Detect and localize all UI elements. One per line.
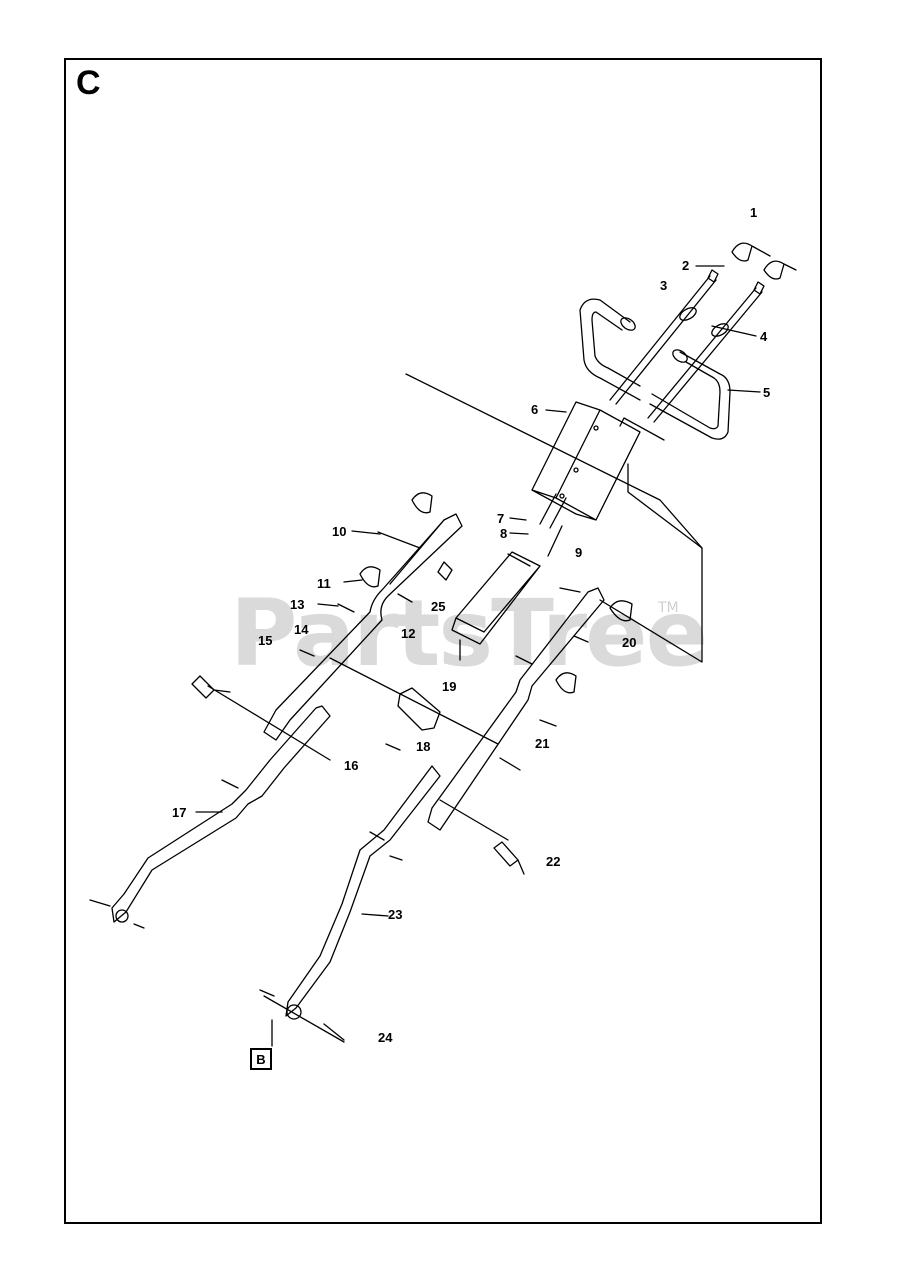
callout-19: 19 <box>442 679 457 694</box>
callout-6: 6 <box>531 402 539 417</box>
lower-right-lever <box>285 765 441 1017</box>
callout-20: 20 <box>622 635 637 650</box>
callout-15: 15 <box>258 633 273 648</box>
central-housing <box>531 401 641 521</box>
watermark-trademark: TM <box>658 600 679 616</box>
callout-9: 9 <box>575 545 583 560</box>
grip-right <box>763 260 797 280</box>
shield-plate <box>451 551 541 645</box>
knob-22 <box>493 841 525 875</box>
reference-box-b: B <box>250 1048 272 1070</box>
callout-11: 11 <box>317 576 331 591</box>
callout-5: 5 <box>763 385 771 400</box>
callout-14: 14 <box>294 622 309 637</box>
callout-16: 16 <box>344 758 359 773</box>
knob-11 <box>359 566 381 588</box>
callout-17: 17 <box>172 805 187 820</box>
callout-12: 12 <box>401 626 416 641</box>
callout-1: 1 <box>750 205 758 220</box>
lower-left-lever <box>111 705 331 923</box>
grip-left <box>731 242 771 262</box>
callout-13: 13 <box>290 597 305 612</box>
knob-21 <box>555 672 577 694</box>
callout-2: 2 <box>682 258 690 273</box>
handlebar-crossbar <box>649 351 731 440</box>
callout-4: 4 <box>760 329 768 344</box>
left-upper-arm <box>263 513 463 741</box>
knob-10 <box>411 492 433 514</box>
control-rod-a <box>609 275 717 405</box>
callout-24: 24 <box>378 1030 393 1045</box>
callout-10: 10 <box>332 524 347 539</box>
right-upper-arm <box>427 587 605 831</box>
handlebar-loop <box>579 298 641 401</box>
callout-22: 22 <box>546 854 561 869</box>
callout-25: 25 <box>431 599 446 614</box>
diagram-frame <box>64 58 822 1224</box>
knob-20 <box>609 600 633 622</box>
callout-18: 18 <box>416 739 431 754</box>
callout-3: 3 <box>660 278 668 293</box>
callout-7: 7 <box>497 511 505 526</box>
connector-sleeve <box>397 687 441 731</box>
knob-15 <box>191 675 231 699</box>
callout-23: 23 <box>388 907 403 922</box>
section-letter: C <box>76 64 101 102</box>
control-rod-b <box>647 287 763 423</box>
callout-21: 21 <box>535 736 550 751</box>
callout-8: 8 <box>500 526 508 541</box>
